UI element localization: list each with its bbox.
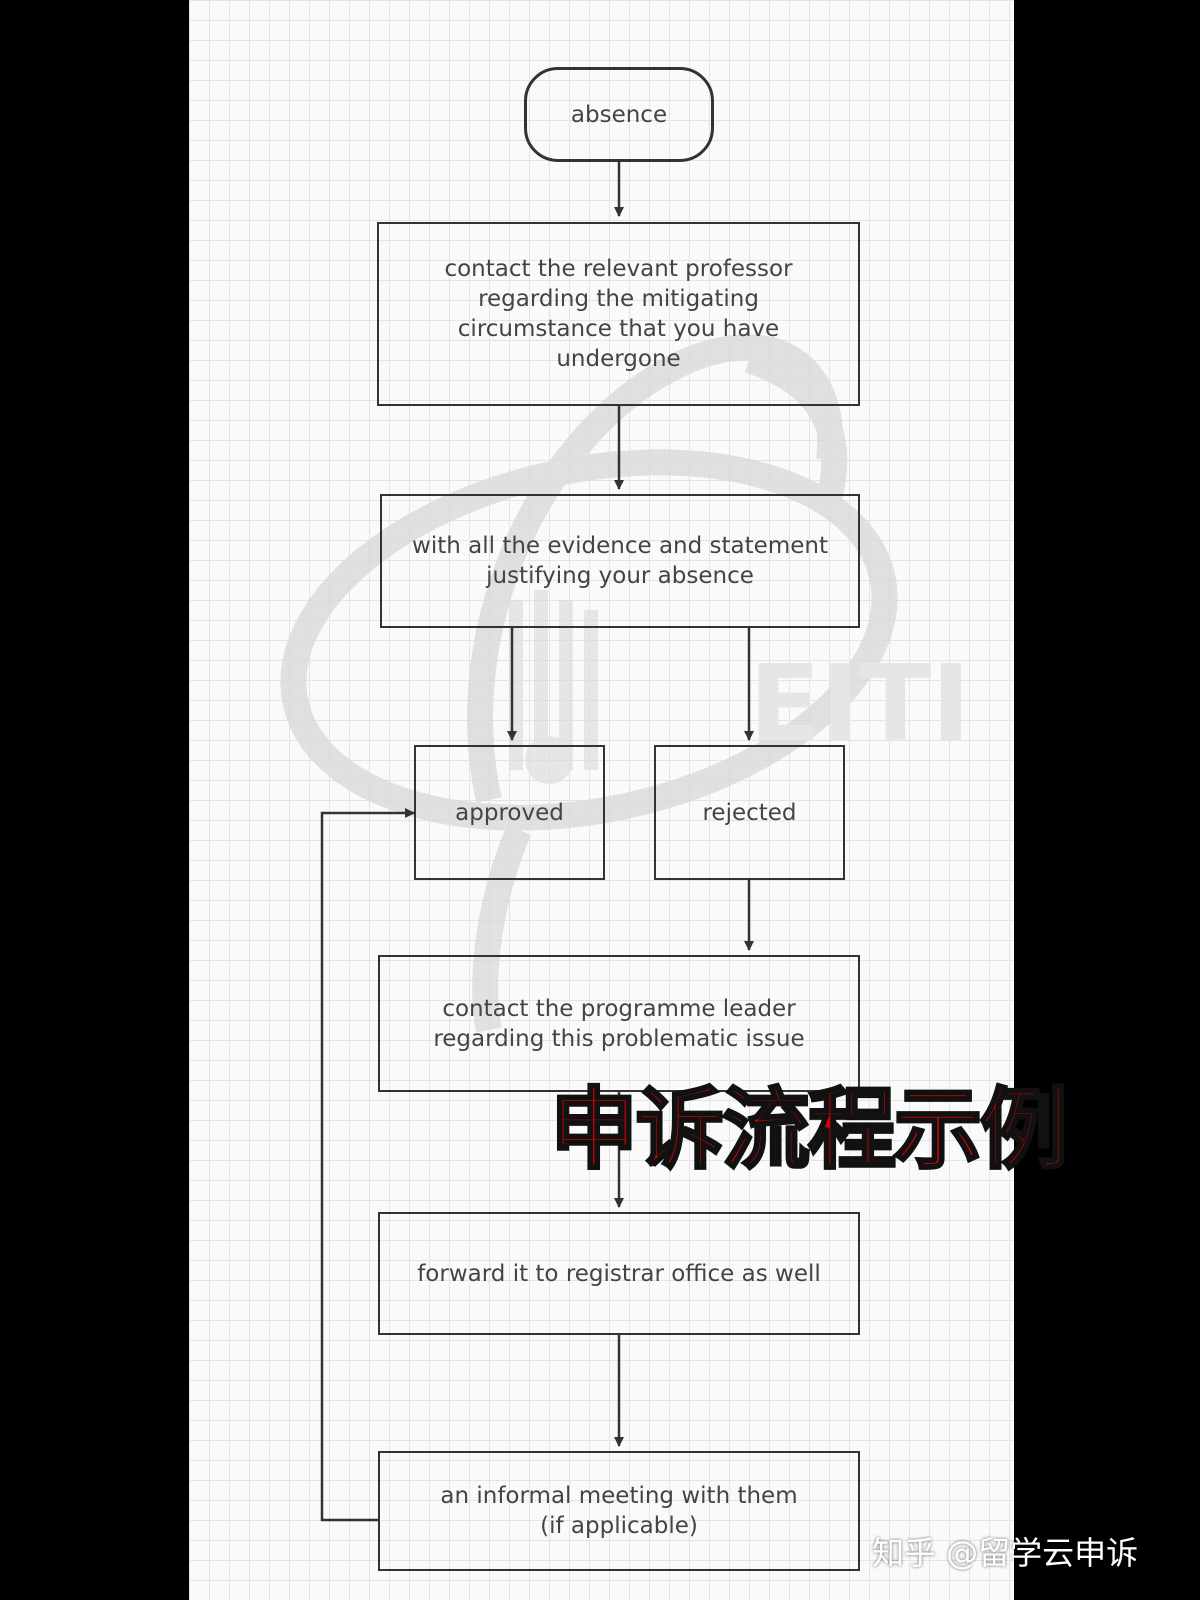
node-evidence-label: with all the evidence and statement just…: [412, 533, 828, 589]
node-contact-leader-label: contact the programme leader regarding t…: [433, 995, 805, 1052]
node-approved-label: approved: [455, 799, 564, 826]
node-absence: absence: [524, 67, 714, 162]
credit-watermark: 知乎 @留学云申诉: [872, 1534, 1139, 1572]
overlay-title: 申诉流程示例: [548, 1078, 1069, 1181]
node-evidence: with all the evidence and statement just…: [380, 494, 860, 628]
node-meeting: an informal meeting with them (if applic…: [378, 1451, 860, 1571]
node-contact-leader: contact the programme leader regarding t…: [378, 955, 860, 1092]
node-contact-professor: contact the relevant professor regarding…: [377, 222, 860, 406]
node-rejected: rejected: [654, 745, 845, 880]
flowchart-canvas: EITI absence contact the relevant profes…: [189, 0, 1014, 1600]
node-approved: approved: [414, 745, 605, 880]
node-forward: forward it to registrar office as well: [378, 1212, 860, 1335]
node-absence-label: absence: [570, 101, 668, 128]
node-contact-professor-label: contact the relevant professor regarding…: [444, 256, 793, 372]
edge-meeting-to-approved: [320, 808, 415, 1522]
node-rejected-label: rejected: [702, 799, 797, 826]
node-forward-label: forward it to registrar office as well: [417, 1260, 821, 1287]
node-meeting-label: an informal meeting with them (if applic…: [440, 1483, 798, 1539]
